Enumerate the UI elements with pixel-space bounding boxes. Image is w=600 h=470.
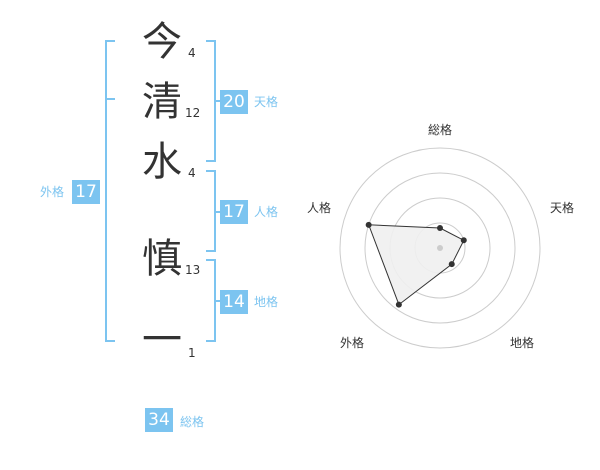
radar-point-2: [448, 261, 455, 268]
jinkaku-bracket-tick: [216, 211, 222, 213]
stroke-count-1: 4: [188, 46, 196, 60]
radar-point-3: [395, 301, 402, 308]
name-char-3: 水: [142, 139, 182, 185]
stroke-count-2: 12: [185, 106, 201, 120]
tenkaku-label: 天格: [254, 95, 279, 109]
tenkaku-bracket: [206, 40, 216, 162]
radar-center-dot: [437, 245, 443, 251]
gaikaku-bracket-tick: [105, 98, 115, 100]
name-char-4: 慎: [142, 236, 182, 282]
radar-ring-3: [364, 172, 516, 324]
chikaku-bracket: [206, 259, 216, 342]
chikaku-value-badge: 14: [220, 290, 248, 314]
radar-area: [367, 224, 465, 306]
soukaku-value-badge: 34: [145, 408, 173, 432]
radar-axis-label-gaikaku: 外格: [340, 336, 365, 350]
gaikaku-value-badge: 17: [72, 180, 100, 204]
name-char-2: 清: [142, 79, 182, 125]
gaikaku-bracket: [105, 40, 115, 342]
radar-axis-label-jinkaku: 人格: [307, 201, 332, 215]
tenkaku-value-badge: 20: [220, 90, 248, 114]
radar-axis-label-tenkaku: 天格: [550, 201, 575, 215]
name-char-1: 今: [142, 19, 182, 65]
soukaku-label: 総格: [180, 415, 205, 429]
chikaku-bracket-tick: [216, 300, 222, 302]
jinkaku-value-badge: 17: [220, 200, 248, 224]
jinkaku-label: 人格: [254, 205, 279, 219]
tenkaku-bracket-tick: [216, 100, 222, 102]
jinkaku-bracket: [206, 170, 216, 252]
stroke-count-5: 1: [188, 346, 196, 360]
radar-point-0: [437, 225, 443, 231]
radar-ring-4: [339, 147, 541, 349]
chikaku-label: 地格: [254, 295, 279, 309]
name-char-5: 一: [142, 317, 182, 363]
stroke-count-4: 13: [185, 263, 201, 277]
gaikaku-label: 外格: [40, 185, 65, 199]
stroke-count-3: 4: [188, 166, 196, 180]
radar-point-1: [460, 237, 467, 244]
radar-point-4: [365, 221, 372, 228]
radar-axis-label-soukaku: 総格: [428, 123, 453, 137]
radar-axis-label-chikaku: 地格: [510, 336, 535, 350]
